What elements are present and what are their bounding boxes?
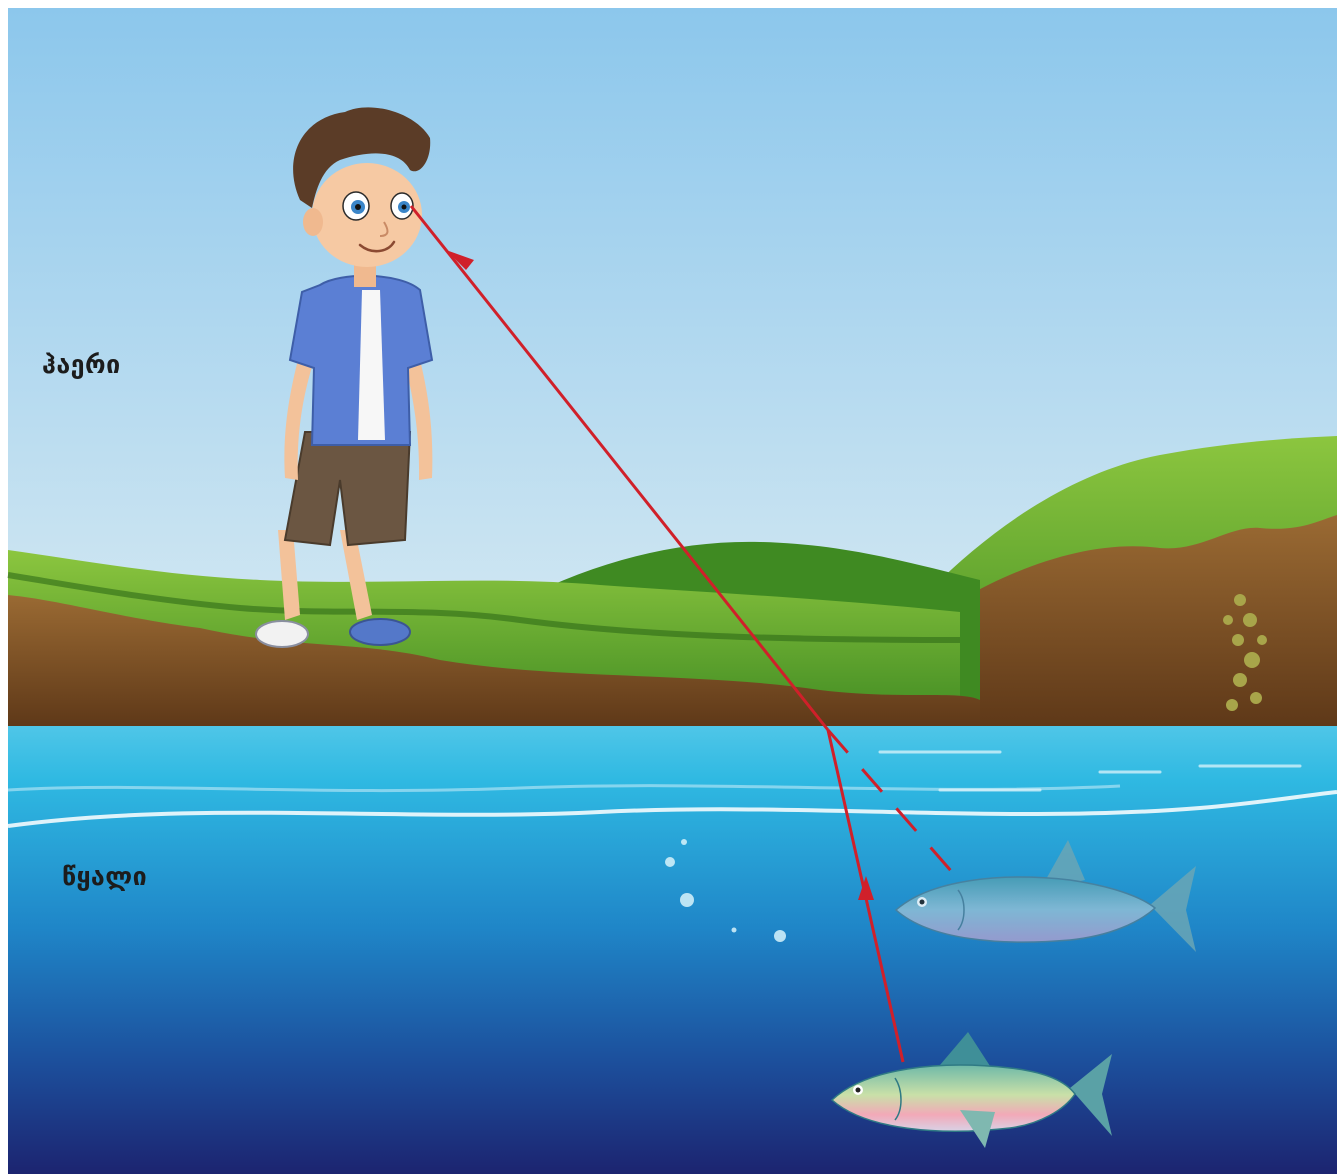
- ear: [303, 208, 323, 236]
- shoe-right: [350, 619, 410, 645]
- label-water: წყალი: [62, 862, 147, 891]
- label-air: ჰაერი: [42, 350, 121, 379]
- water: [8, 726, 1337, 1174]
- shorts: [285, 432, 410, 545]
- shoe-left: [256, 621, 308, 647]
